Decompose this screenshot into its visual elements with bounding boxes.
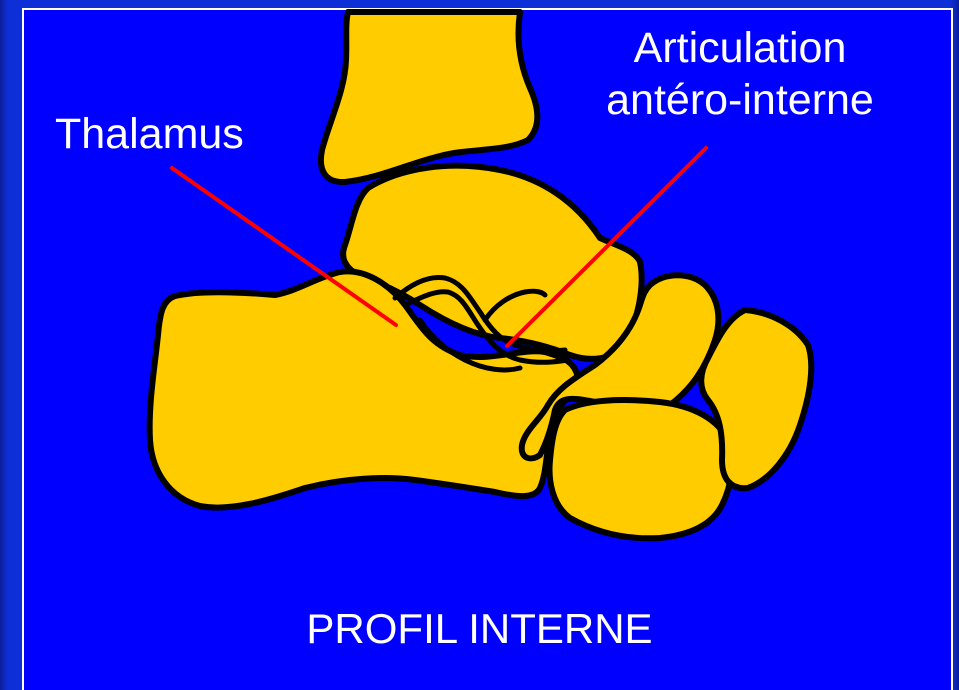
cuboid-bone bbox=[550, 400, 732, 538]
label-articulation-line2: antéro-interne bbox=[560, 74, 920, 126]
label-articulation-antero-interne: Articulation antéro-interne bbox=[560, 22, 920, 126]
label-thalamus: Thalamus bbox=[55, 113, 244, 156]
caption-profil-interne: PROFIL INTERNE bbox=[0, 608, 959, 650]
label-articulation-line1: Articulation bbox=[560, 22, 920, 74]
tibia-bone bbox=[321, 12, 537, 182]
